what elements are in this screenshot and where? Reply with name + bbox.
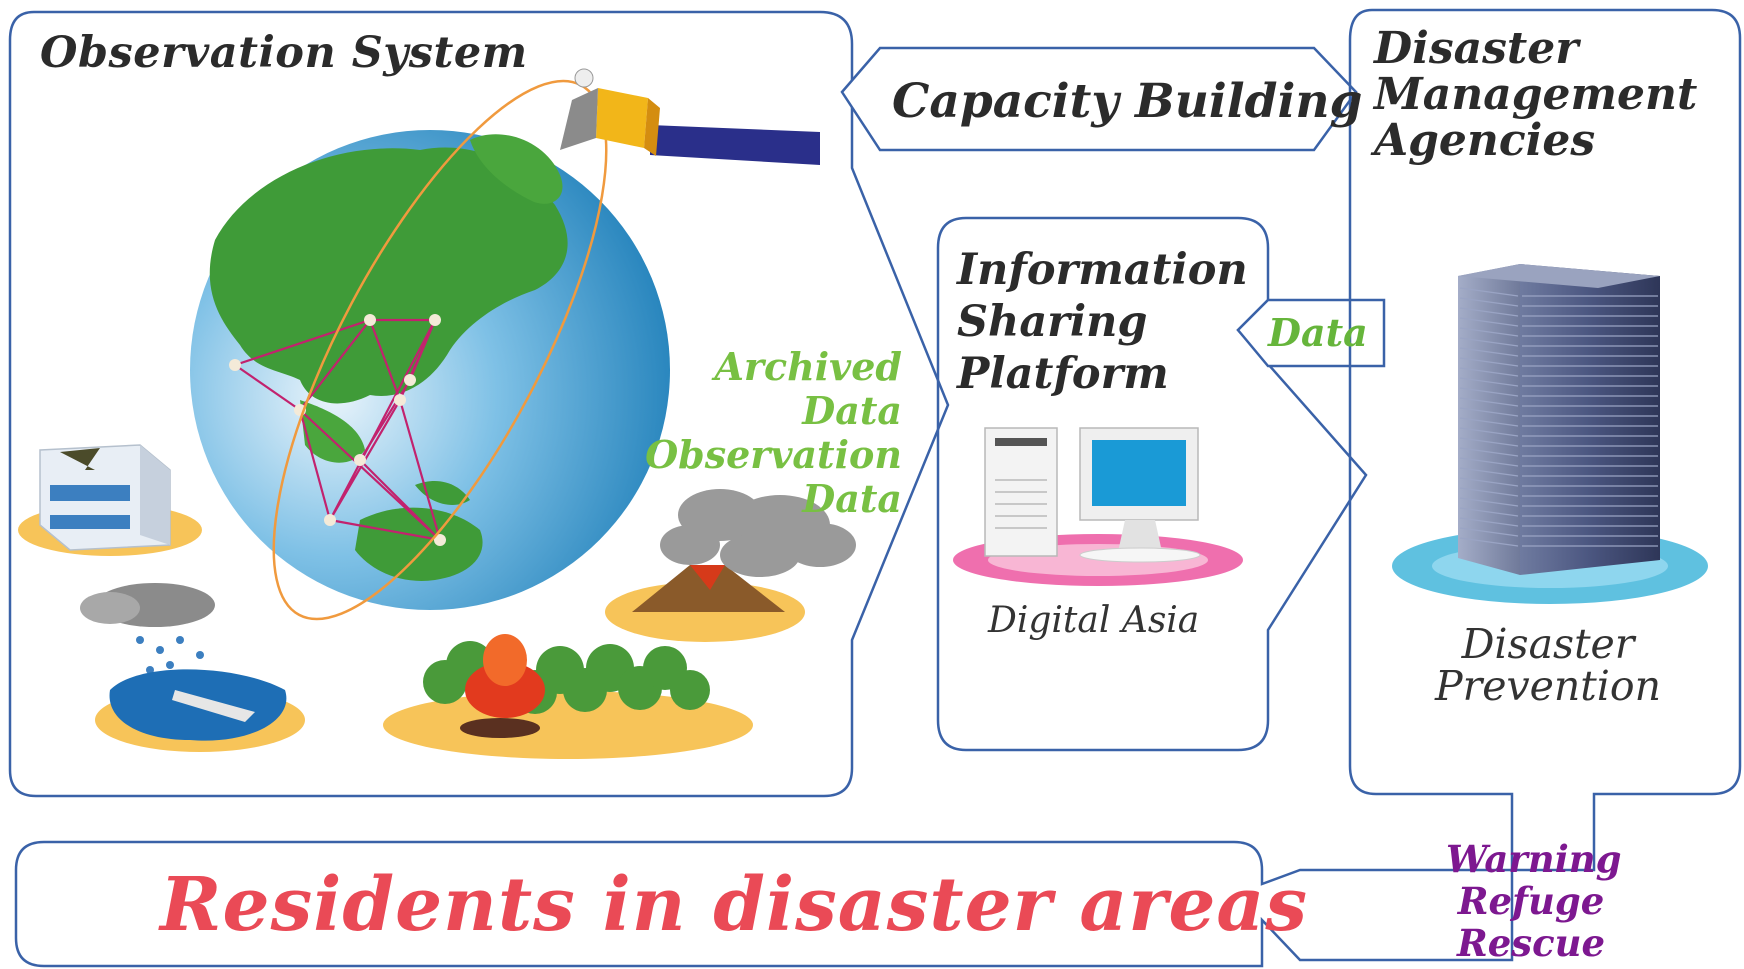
residents-frame bbox=[14, 840, 1514, 968]
agencies-frame bbox=[1348, 8, 1742, 872]
data-flow-label: Data bbox=[1268, 310, 1368, 355]
information-platform-frame bbox=[936, 216, 1368, 752]
flood-icon bbox=[80, 583, 305, 752]
platform-caption: Digital Asia bbox=[988, 600, 1200, 641]
wildfire-icon bbox=[383, 634, 753, 759]
observation-data-label: Archived Data Observation Data bbox=[645, 344, 902, 521]
computer-icon bbox=[953, 427, 1243, 586]
volcano-icon bbox=[605, 489, 856, 642]
agencies-title: Disaster Management Agencies bbox=[1374, 23, 1698, 166]
capacity-building-label: Capacity Building bbox=[892, 74, 1363, 129]
observation-system-title: Observation System bbox=[40, 28, 528, 78]
satellite-icon bbox=[560, 68, 820, 165]
warning-flow-label: Warning Refuge Rescue bbox=[1446, 837, 1622, 965]
observation-system-frame bbox=[8, 10, 950, 798]
agencies-caption: Disaster Prevention bbox=[1435, 620, 1661, 710]
capacity-building-arrow bbox=[840, 46, 1358, 152]
data-arrow bbox=[1236, 298, 1386, 368]
platform-title: Information Sharing Platform bbox=[957, 245, 1248, 399]
residents-label: Residents in disaster areas bbox=[160, 862, 1309, 948]
building-icon bbox=[1392, 264, 1708, 604]
globe-icon bbox=[190, 130, 670, 610]
earthquake-house-icon bbox=[18, 444, 202, 556]
